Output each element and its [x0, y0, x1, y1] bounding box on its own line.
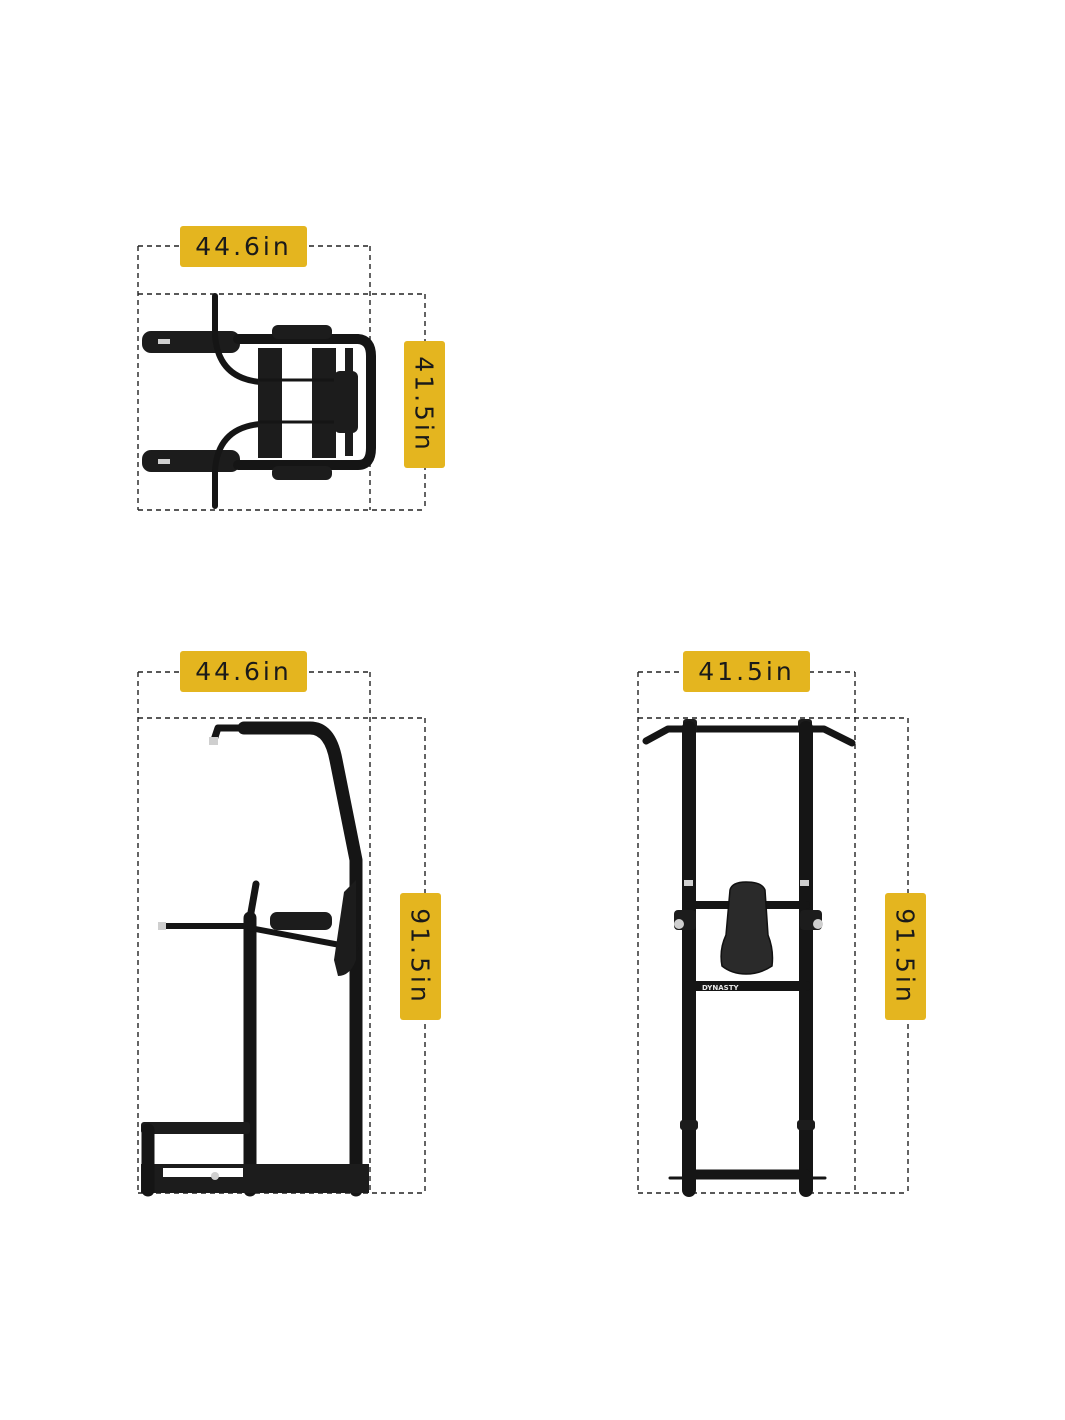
front-view: DYNASTY 41.5in 91.5in — [637, 651, 926, 1197]
side-width-label: 44.6in — [195, 657, 291, 686]
front-width-tag: 41.5in — [683, 651, 810, 692]
side-width-tag: 44.6in — [180, 651, 307, 692]
side-height-label: 91.5in — [406, 908, 435, 1004]
front-height-tag: 91.5in — [885, 893, 926, 1020]
front-height-label: 91.5in — [891, 908, 920, 1004]
top-width-tag: 44.6in — [180, 226, 307, 267]
top-depth-label: 41.5in — [410, 356, 439, 452]
top-depth-tag: 41.5in — [404, 341, 445, 468]
side-view-machine — [141, 721, 369, 1197]
top-view-machine — [142, 293, 376, 509]
top-width-label: 44.6in — [195, 232, 291, 261]
top-view: 44.6in 41.5in — [137, 226, 445, 511]
side-view: 44.6in 91.5in — [137, 651, 441, 1197]
brand-logo-text: DYNASTY — [702, 984, 739, 992]
front-width-label: 41.5in — [698, 657, 794, 686]
front-view-machine: DYNASTY — [642, 719, 856, 1197]
side-height-tag: 91.5in — [400, 893, 441, 1020]
front-view-dimension-lines — [637, 671, 909, 1194]
